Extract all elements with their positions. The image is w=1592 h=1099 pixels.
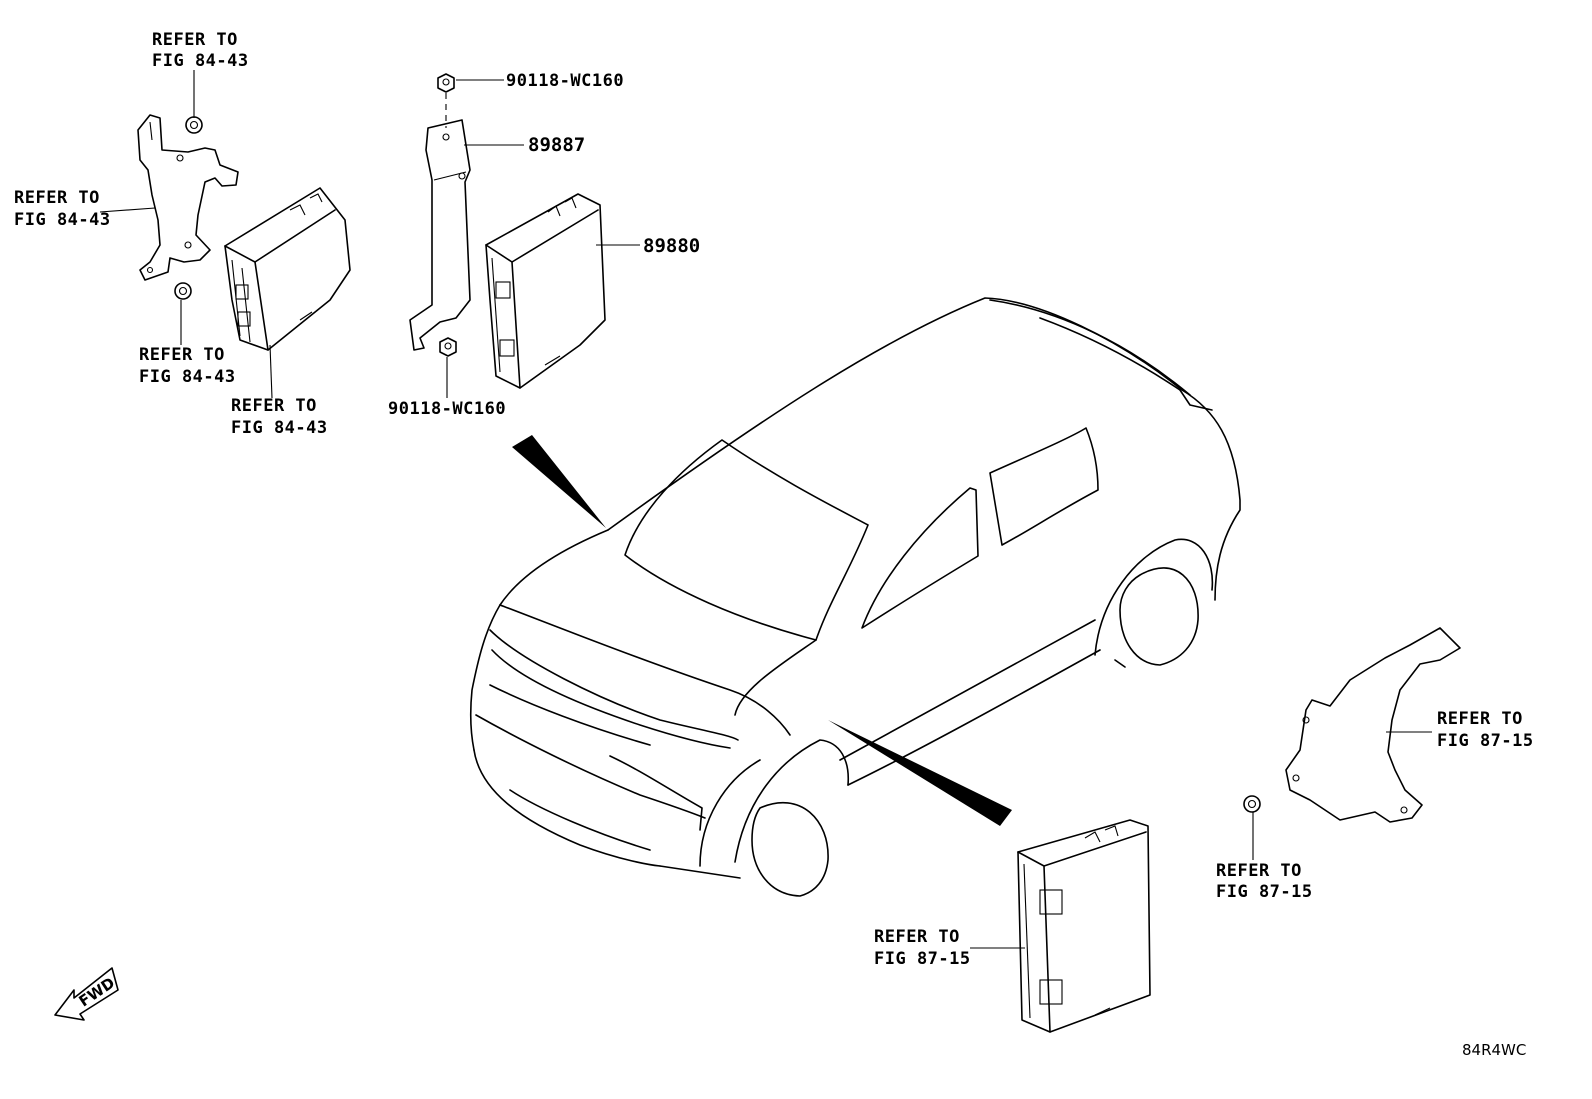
svg-text:FIG 87-15: FIG 87-15 bbox=[874, 949, 971, 969]
fwd-arrow: FWD bbox=[54, 967, 119, 1021]
location-pointer-upper bbox=[512, 435, 606, 528]
location-pointer-lower bbox=[828, 720, 1012, 826]
svg-text:FIG 84-43: FIG 84-43 bbox=[14, 210, 111, 230]
svg-text:FIG 84-43: FIG 84-43 bbox=[139, 367, 236, 387]
svg-text:FIG 84-43: FIG 84-43 bbox=[231, 418, 328, 438]
diagram-code: 84R4WC bbox=[1462, 1041, 1526, 1059]
svg-text:FIG 87-15: FIG 87-15 bbox=[1437, 731, 1534, 751]
bracket-right bbox=[1285, 627, 1461, 823]
nut-90118-top bbox=[437, 73, 455, 128]
nut-right bbox=[1243, 795, 1261, 813]
svg-text:REFER TO: REFER TO bbox=[874, 927, 960, 947]
module-lower bbox=[1017, 819, 1151, 1033]
module-89880 bbox=[485, 193, 606, 389]
callout-module-lower: REFER TO FIG 87-15 bbox=[874, 927, 971, 969]
bracket-89887 bbox=[409, 119, 471, 351]
part-number-bracket-89887: 89887 bbox=[528, 134, 585, 156]
module-left bbox=[224, 187, 351, 351]
leader-lines bbox=[99, 70, 1432, 949]
svg-text:REFER TO: REFER TO bbox=[231, 396, 317, 416]
callout-module-left: REFER TO FIG 84-43 bbox=[231, 396, 328, 438]
nut-left-lower bbox=[174, 282, 192, 300]
bracket-left bbox=[137, 114, 239, 281]
nut-left-upper bbox=[185, 116, 203, 134]
callout-bracket-left-side: REFER TO FIG 84-43 bbox=[14, 188, 111, 230]
vehicle-outline bbox=[469, 297, 1241, 897]
svg-text:REFER TO: REFER TO bbox=[139, 345, 225, 365]
part-number-nut-top: 90118-WC160 bbox=[506, 71, 624, 91]
svg-text:REFER TO: REFER TO bbox=[14, 188, 100, 208]
callout-bracket-right: REFER TO FIG 87-15 bbox=[1437, 709, 1534, 751]
svg-text:FIG 84-43: FIG 84-43 bbox=[152, 51, 249, 71]
nut-90118-bottom bbox=[439, 337, 457, 357]
callout-nut-left-lower: REFER TO FIG 84-43 bbox=[139, 345, 236, 387]
svg-text:REFER TO: REFER TO bbox=[1437, 709, 1523, 729]
svg-text:REFER TO: REFER TO bbox=[152, 30, 238, 50]
svg-text:FIG 87-15: FIG 87-15 bbox=[1216, 882, 1313, 902]
callout-nut-right: REFER TO FIG 87-15 bbox=[1216, 861, 1313, 902]
svg-text:REFER TO: REFER TO bbox=[1216, 861, 1302, 881]
callout-bracket-left-top: REFER TO FIG 84-43 bbox=[152, 30, 249, 71]
part-number-module-89880: 89880 bbox=[643, 235, 700, 257]
part-number-nut-bottom: 90118-WC160 bbox=[388, 399, 506, 419]
